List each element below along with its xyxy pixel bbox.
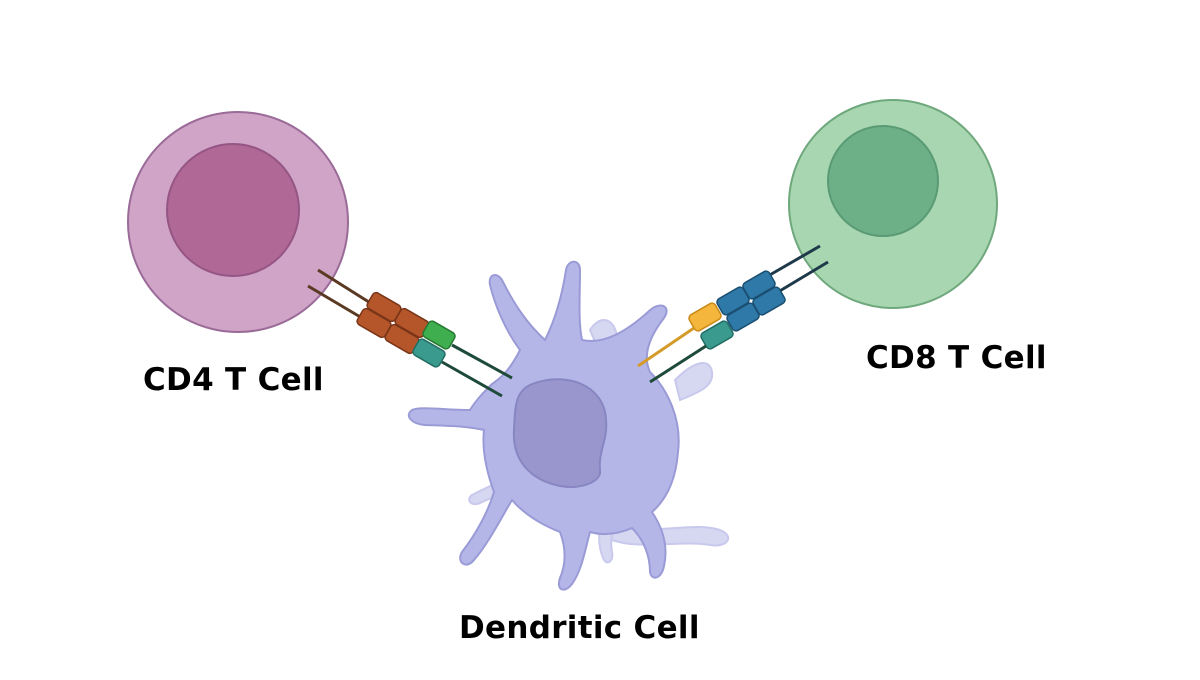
cd8-tcr-mhc-complex <box>637 244 829 384</box>
dendritic-cell-nucleus <box>512 378 608 488</box>
cd8-coreceptor <box>688 302 722 332</box>
tcr-stalk-bottom <box>777 260 829 294</box>
tcr-stalk-bottom <box>307 284 363 320</box>
mhc-class-ii <box>412 338 446 368</box>
tcr-domain <box>726 302 760 332</box>
cd4-t-cell <box>127 111 349 333</box>
cd8-t-cell-nucleus <box>827 125 939 237</box>
cd8-t-cell-label: CD8 T Cell <box>866 340 1047 376</box>
mhc-stalk-top <box>451 343 513 380</box>
cd4-t-cell-label: CD4 T Cell <box>143 362 324 398</box>
cd4-coreceptor <box>422 320 456 350</box>
cd8-coreceptor-stalk <box>637 326 695 368</box>
dendritic-cell-label: Dendritic Cell <box>459 610 700 646</box>
cd4-tcr-mhc-complex <box>307 268 513 398</box>
cd4-t-cell-nucleus <box>166 143 300 277</box>
tcr-stalk-top <box>317 268 373 306</box>
tcr-domain <box>716 286 750 316</box>
mhc-stalk-bottom <box>441 360 503 398</box>
mhc-class-i <box>700 320 734 350</box>
tcr-stalk-top <box>767 244 821 278</box>
cd8-t-cell <box>788 99 998 309</box>
mhc-stalk <box>649 344 707 384</box>
